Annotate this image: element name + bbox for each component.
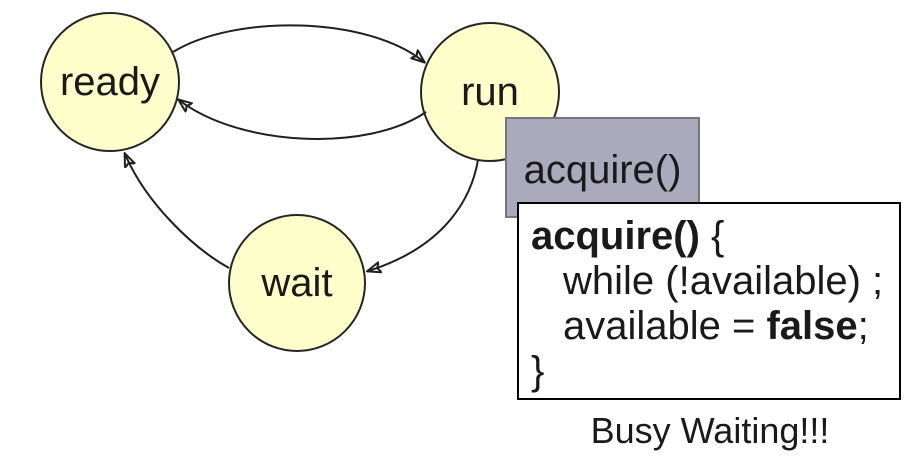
- code-line-1: acquire() {: [531, 214, 725, 258]
- state-run: run: [420, 22, 560, 162]
- transition-ready-to-run: [172, 24, 424, 62]
- acquire-code-box: acquire() { while (!available) ; availab…: [517, 202, 901, 400]
- code-line-4: }: [531, 349, 545, 393]
- busy-waiting-caption: Busy Waiting!!!: [590, 410, 830, 451]
- state-ready: ready: [40, 12, 180, 152]
- state-wait: wait: [228, 214, 366, 352]
- transition-run-to-ready: [179, 100, 427, 140]
- state-wait-label: wait: [261, 261, 333, 305]
- transition-run-to-wait: [368, 159, 479, 271]
- state-run-label: run: [461, 70, 519, 114]
- state-ready-label: ready: [59, 60, 161, 104]
- transition-wait-to-ready: [125, 154, 230, 269]
- code-line-3: available = false;: [563, 304, 869, 348]
- code-line-2: while (!available) ;: [563, 259, 884, 303]
- acquire-callout-tab: acquire(): [505, 117, 700, 218]
- acquire-callout-label: acquire(): [523, 148, 682, 192]
